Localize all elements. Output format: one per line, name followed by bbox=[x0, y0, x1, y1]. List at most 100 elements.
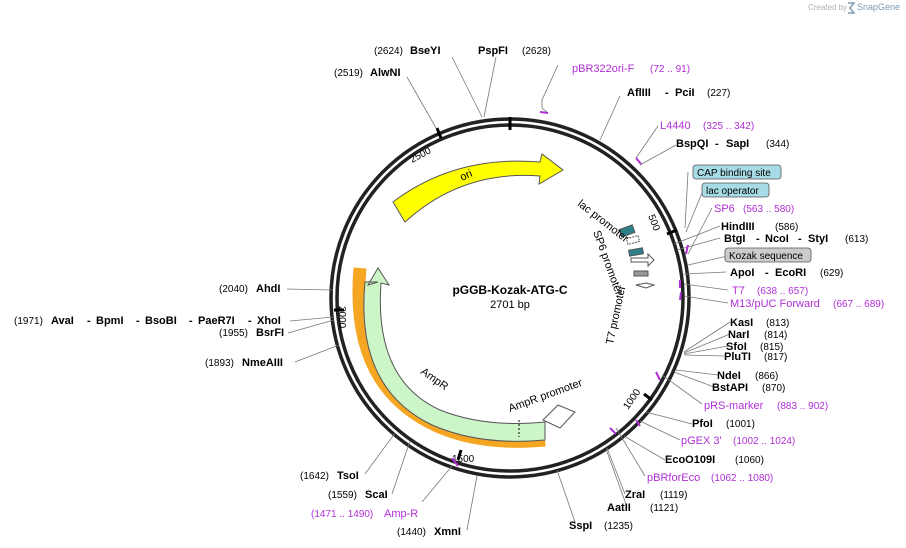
ampr-feature-label: AmpR bbox=[418, 366, 450, 393]
kasi-label[interactable]: KasI bbox=[730, 317, 753, 329]
sp6-primer-position: (563 .. 580) bbox=[743, 204, 794, 215]
sfoi-label[interactable]: SfoI bbox=[726, 341, 747, 353]
svg-text:-: - bbox=[87, 315, 91, 327]
m13-puc-forward-primer-position: (667 .. 689) bbox=[833, 299, 884, 310]
btgi-position: (613) bbox=[845, 234, 868, 245]
pluti-label[interactable]: PluTI bbox=[724, 351, 751, 363]
avai-position: (1971) bbox=[14, 316, 43, 327]
cap-binding-site-feature[interactable] bbox=[618, 224, 636, 238]
ndei-label[interactable]: NdeI bbox=[717, 370, 741, 382]
ampr-promoter-label: AmpR promoter bbox=[507, 377, 584, 415]
t7-promoter-label: T7 promoter bbox=[604, 284, 628, 345]
xmni-label[interactable]: XmnI bbox=[434, 526, 461, 538]
backbone-inner-strand bbox=[335, 123, 685, 473]
avai-label[interactable]: AvaI bbox=[51, 315, 74, 327]
ndei-position: (866) bbox=[755, 371, 778, 382]
t7-promoter-feature[interactable] bbox=[635, 282, 656, 289]
lac-promoter-feature[interactable] bbox=[625, 234, 641, 246]
bsrfi-position: (1955) bbox=[219, 328, 248, 339]
hindiii-position: (586) bbox=[775, 222, 798, 233]
ori-feature-label: ori bbox=[458, 168, 474, 184]
lac-operator-box[interactable] bbox=[701, 182, 770, 198]
pluti-position: (817) bbox=[764, 352, 787, 363]
svg-text:-: - bbox=[756, 233, 760, 245]
bsrfi-label[interactable]: BsrFI bbox=[256, 327, 284, 339]
ampr-feature-arrow[interactable] bbox=[363, 267, 546, 442]
bpmi-label[interactable]: BpmI bbox=[96, 315, 124, 327]
xhoi-label[interactable]: XhoI bbox=[257, 315, 281, 327]
nmeaiii-label[interactable]: NmeAIII bbox=[242, 357, 283, 369]
tick-label-1500: 1500 bbox=[452, 454, 475, 465]
styi-label[interactable]: StyI bbox=[808, 233, 828, 245]
leader-lines bbox=[286, 56, 733, 531]
svg-text:-: - bbox=[665, 87, 669, 99]
pfoi-label[interactable]: PfoI bbox=[692, 418, 713, 430]
kozak-sequence-feature[interactable] bbox=[633, 270, 649, 277]
t7-primer-label[interactable]: T7 bbox=[732, 285, 745, 297]
pcii-label[interactable]: PciI bbox=[675, 87, 695, 99]
sfoi-position: (815) bbox=[760, 342, 783, 353]
afliii-label[interactable]: AflIII bbox=[627, 87, 651, 99]
l4440-primer-label[interactable]: L4440 bbox=[660, 120, 691, 132]
l4440-primer-position: (325 .. 342) bbox=[703, 121, 754, 132]
m13-puc-forward-primer-label[interactable]: M13/pUC Forward bbox=[730, 298, 820, 310]
alwni-position: (2519) bbox=[334, 68, 363, 79]
lac-operator-label: lac operator bbox=[706, 186, 759, 197]
tick-label-1000: 1000 bbox=[621, 387, 643, 412]
xmni-position: (1440) bbox=[397, 527, 426, 538]
snapgene-logo-icon bbox=[848, 2, 856, 14]
pspfi-label[interactable]: PspFI bbox=[478, 45, 508, 57]
hindiii-label[interactable]: HindIII bbox=[721, 221, 755, 233]
sp6-primer-label[interactable]: SP6 bbox=[714, 203, 735, 215]
ncoi-label[interactable]: NcoI bbox=[765, 233, 789, 245]
nari-label[interactable]: NarI bbox=[728, 329, 749, 341]
ori-feature-arrow[interactable] bbox=[392, 153, 564, 223]
ahdi-label[interactable]: AhdI bbox=[256, 283, 280, 295]
cap-binding-site-box[interactable] bbox=[692, 164, 782, 180]
prs-marker-primer-label[interactable]: pRS-marker bbox=[704, 400, 764, 412]
pbrforeco-primer-label[interactable]: pBRforEco bbox=[647, 472, 700, 484]
bspqi-label[interactable]: BspQI bbox=[676, 138, 708, 150]
nari-position: (814) bbox=[764, 330, 787, 341]
btgi-label[interactable]: BtgI bbox=[724, 233, 745, 245]
sp6-promoter-feature[interactable] bbox=[630, 252, 655, 268]
aatii-label[interactable]: AatII bbox=[607, 502, 631, 514]
tsoi-label[interactable]: TsoI bbox=[337, 470, 359, 482]
pbr322ori-f-primer-label[interactable]: pBR322ori-F bbox=[572, 63, 635, 75]
tick-marks bbox=[334, 127, 678, 461]
bseyi-label[interactable]: BseYI bbox=[410, 45, 441, 57]
aatii-position: (1121) bbox=[650, 503, 678, 514]
ampr-promoter-arrow[interactable] bbox=[542, 404, 576, 429]
tsoi-position: (1642) bbox=[300, 471, 329, 482]
pgex-3-primer-label[interactable]: pGEX 3' bbox=[681, 435, 722, 447]
pbrforeco-primer-position: (1062 .. 1080) bbox=[711, 473, 773, 484]
credit-created-by: Created by bbox=[808, 3, 847, 12]
sspi-label[interactable]: SspI bbox=[569, 520, 592, 532]
primer-markers bbox=[451, 111, 689, 467]
scai-position: (1559) bbox=[328, 490, 357, 501]
kozak-sequence-box[interactable] bbox=[724, 247, 812, 263]
lac-operator-feature[interactable] bbox=[628, 247, 644, 257]
bspqi-position: (344) bbox=[766, 139, 789, 150]
ecori-label[interactable]: EcoRI bbox=[775, 267, 806, 279]
bsobi-label[interactable]: BsoBI bbox=[145, 315, 177, 327]
sapi-label[interactable]: SapI bbox=[726, 138, 749, 150]
eco0109i-label[interactable]: EcoO109I bbox=[665, 454, 715, 466]
zrai-label[interactable]: ZraI bbox=[625, 489, 645, 501]
kasi-position: (813) bbox=[766, 318, 789, 329]
prs-marker-primer-position: (883 .. 902) bbox=[777, 401, 828, 412]
svg-text:-: - bbox=[136, 315, 140, 327]
zrai-position: (1119) bbox=[660, 490, 687, 501]
plasmid-name: pGGB-Kozak-ATG-C bbox=[452, 283, 567, 297]
bstapi-label[interactable]: BstAPI bbox=[712, 382, 748, 394]
paer7i-label[interactable]: PaeR7I bbox=[198, 315, 235, 327]
alwni-label[interactable]: AlwNI bbox=[370, 67, 401, 79]
pbr322ori-f-primer-position: (72 .. 91) bbox=[650, 64, 690, 75]
plasmid-size: 2701 bp bbox=[490, 299, 530, 311]
snapgene-logo-text: SnapGene bbox=[857, 2, 900, 12]
amp-r-primer-label[interactable]: Amp-R bbox=[384, 508, 418, 520]
scai-label[interactable]: ScaI bbox=[365, 489, 388, 501]
apoi-label[interactable]: ApoI bbox=[730, 267, 754, 279]
